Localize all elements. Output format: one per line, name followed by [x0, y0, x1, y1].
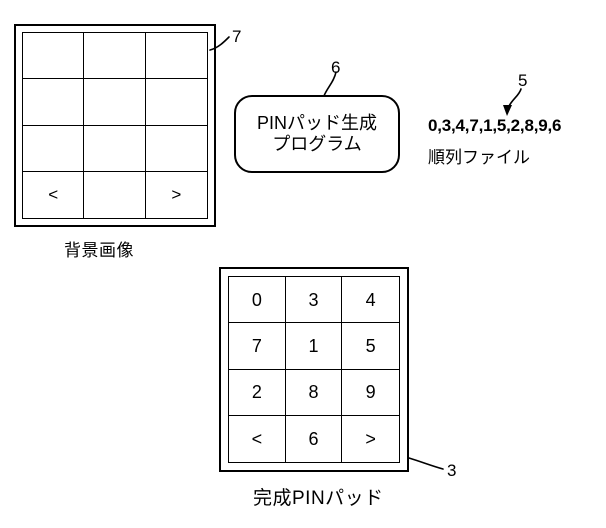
- bg-cell-prev-arrow: <: [23, 171, 85, 218]
- program-label-line2: プログラム: [272, 134, 362, 154]
- leader-line-3: [408, 457, 444, 470]
- pinpad-key[interactable]: 3: [285, 277, 343, 324]
- pinpad-key[interactable]: 9: [342, 370, 399, 416]
- bg-cell: [145, 126, 207, 172]
- pinpad-key[interactable]: 5: [342, 323, 399, 370]
- sequence-file-value: 0,3,4,7,1,5,2,8,9,6: [428, 116, 562, 135]
- pinpad-key[interactable]: 6: [286, 415, 343, 462]
- background-image-grid: < >: [22, 32, 208, 219]
- pinpad-key[interactable]: 8: [285, 369, 343, 416]
- bg-cell: [84, 125, 146, 172]
- pinpad-key[interactable]: 4: [342, 277, 399, 324]
- pinpad-generation-program-box: PINパッド生成 プログラム: [234, 95, 400, 173]
- pinpad-key[interactable]: 1: [285, 323, 343, 370]
- bg-cell: [84, 79, 146, 126]
- leader-arrowhead-5: [503, 105, 512, 116]
- bg-cell: [84, 33, 146, 80]
- pinpad-key-next-arrow[interactable]: >: [365, 428, 376, 449]
- bg-cell: [145, 79, 207, 126]
- completed-pinpad-panel: 0 3 4 7 1 5 2 8 9 < 6 >: [219, 267, 409, 472]
- pinpad-key[interactable]: 7: [229, 323, 286, 370]
- bg-cell: [145, 33, 207, 80]
- pinpad-key[interactable]: 2: [229, 369, 286, 416]
- pinpad-key[interactable]: 0: [229, 277, 286, 324]
- bg-cell: [84, 171, 146, 218]
- bg-cell: [23, 125, 85, 172]
- background-image-caption: 背景画像: [64, 241, 134, 260]
- bg-cell-next-arrow: >: [171, 185, 182, 205]
- leader-line-5: [507, 88, 522, 109]
- program-label-line1: PINパッド生成: [256, 112, 377, 133]
- reference-number-7: 7: [232, 27, 242, 46]
- reference-number-6: 6: [331, 58, 341, 77]
- bg-cell: [23, 79, 85, 126]
- completed-pinpad-caption: 完成PINパッド: [253, 488, 384, 509]
- pinpad-key-prev-arrow[interactable]: <: [229, 415, 286, 462]
- sequence-file-block: 0,3,4,7,1,5,2,8,9,6 順列ファイル: [428, 116, 600, 168]
- background-image-panel: < >: [14, 24, 216, 227]
- completed-pinpad-grid: 0 3 4 7 1 5 2 8 9 < 6 >: [228, 276, 400, 463]
- reference-number-5: 5: [518, 71, 528, 90]
- reference-number-3: 3: [447, 461, 457, 480]
- sequence-file-label: 順列ファイル: [428, 148, 530, 167]
- bg-cell: [23, 33, 85, 80]
